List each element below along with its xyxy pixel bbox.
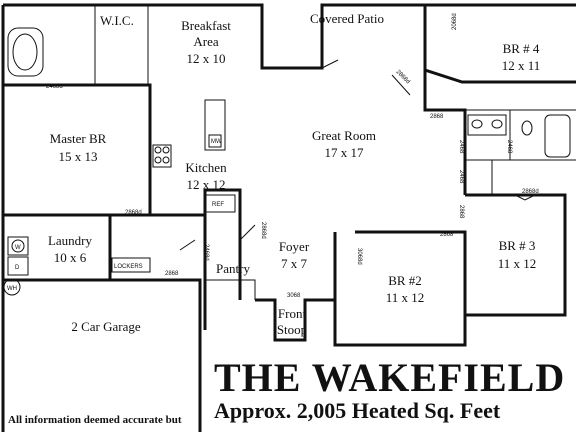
master-label: Master BR [50,131,107,146]
vanity [467,114,507,136]
washer [7,236,29,256]
water-heater [3,278,21,296]
kitchen-size: 12 x 12 [187,177,226,192]
bathtub [7,27,44,77]
exterior-walls [1,3,576,432]
br3-label: BR # 3 [499,238,536,253]
door-tag: 2868d [125,210,142,216]
breakfast-label-2: Area [193,34,218,49]
master-size: 15 x 13 [59,149,98,164]
washer-label: W [15,245,21,251]
br2-size: 11 x 12 [386,290,425,305]
dryer [7,256,29,276]
kitchen-island [204,99,226,151]
door-tag: 3068d [356,248,362,265]
ref-label: REF [212,202,224,208]
door-tag: 2868 [458,205,464,219]
stove [152,144,172,168]
room-labels: W.I.C. Breakfast Area 12 x 10 Covered Pa… [48,11,540,337]
fixture-labels: REF LOCKERS WH MW W D [7,139,224,292]
br4-size: 12 x 11 [502,58,541,73]
laundry-label: Laundry [48,233,93,248]
plan-title: THE WAKEFIELD [214,355,566,400]
plan-subtitle: Approx. 2,005 Heated Sq. Feet [214,398,501,423]
breakfast-label: Breakfast [181,18,231,33]
stoop-label: Front [278,306,307,321]
br4-label: BR # 4 [503,41,540,56]
disclaimer-text: All information deemed accurate but [8,414,182,426]
great-size: 17 x 17 [325,145,365,160]
br2-label: BR #2 [388,273,422,288]
dryer-label: D [15,265,20,271]
door-tag: 2468 [458,140,464,154]
br3-size: 11 x 12 [498,256,537,271]
door-tag: 2468 [458,170,464,184]
mw-label: MW [211,139,222,145]
garage-label: 2 Car Garage [71,319,141,334]
lockers-label: LOCKERS [114,264,143,270]
door-tag: 2468d [203,244,209,261]
door-tag: 2868 [430,114,444,120]
door-tag: 2868 [165,271,179,277]
door-tag: 2068d [452,13,458,30]
great-label: Great Room [312,128,376,143]
patio-label: Covered Patio [310,11,384,26]
pantry-label: Pantry [216,261,250,276]
hall-tub [544,114,571,158]
door-tag: 2468 [506,140,512,154]
wh-label: WH [7,286,17,292]
laundry-size: 10 x 6 [54,250,87,265]
breakfast-size: 12 x 10 [187,51,226,66]
lockers [111,257,151,273]
door-tag: 2868d [522,189,539,195]
door-tag: 2868 [440,232,454,238]
wic-label: W.I.C. [100,13,134,28]
door-tag: 3068 [287,293,301,299]
fixtures [2,27,571,346]
interior-walls [1,5,576,432]
refrigerator [204,194,236,213]
door-tag: 2868d [260,222,266,239]
kitchen-label: Kitchen [185,160,227,175]
stoop-label-2: Stoop [277,322,307,337]
foyer-label: Foyer [279,239,310,254]
door-tag: 2468d [46,84,63,90]
toilet [521,120,533,136]
foyer-size: 7 x 7 [281,256,308,271]
door-tag: 2868d [395,69,411,85]
